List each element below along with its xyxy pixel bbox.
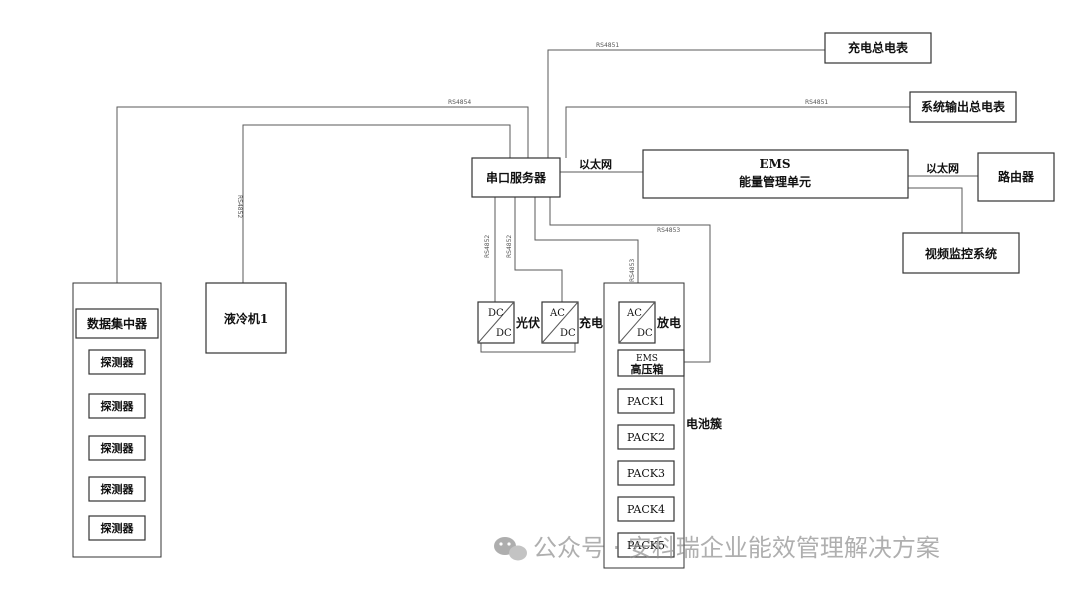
pack-box [617,532,675,558]
acdc-charge-bottom: DC [560,328,576,339]
ems-hv-line1: EMS [636,354,658,364]
link-label-rs4851: RS4851 [596,42,619,49]
liquid-cooler-box [205,282,287,354]
video-system-box [902,232,1020,274]
detector-label: 探测器 [101,355,135,369]
link-label-rs4854: RS4854 [448,99,471,106]
acdc-discharge-top: AC [626,308,642,319]
detector-box [88,435,146,461]
detector-label: 探测器 [101,482,135,496]
video-system-label: 视频监控系统 [925,246,997,261]
battery-cluster-label: 电池簇 [686,416,723,431]
link-label-rs4851b: RS4851 [805,99,828,106]
pack-label: PACK3 [627,467,665,480]
system-output-meter-box [909,91,1017,123]
ems-hv-box [617,349,685,377]
ems-title: EMS [759,157,790,171]
router-label: 路由器 [998,169,1035,184]
ems-subtitle: 能量管理单元 [739,174,811,189]
system-output-meter-label: 系统输出总电表 [921,99,1006,114]
ethernet-label-1: 以太网 [579,157,612,171]
detector-box [88,476,146,502]
pack-box [617,424,675,450]
ems-hv-line2: 高压箱 [631,362,664,376]
charging-meter-label: 充电总电表 [848,40,909,55]
pack-box [617,496,675,522]
link-label-rs4852-left: RS4852 [236,195,243,218]
detector-box [88,349,146,375]
watermark: 公众号 · 安科瑞企业能效管理解决方案 [494,534,940,562]
pack-label: PACK1 [627,395,665,408]
serial-server-box [471,157,561,198]
pv-label: 光伏 [515,315,540,330]
pack-label: PACK4 [627,503,665,516]
link-label-rs4853: RS4853 [657,227,680,234]
data-concentrator-label: 数据集中器 [87,316,148,331]
pack-box [617,388,675,414]
charge-label: 充电 [579,315,603,330]
detector-label: 探测器 [101,441,135,455]
watermark-text: 公众号 · 安科瑞企业能效管理解决方案 [533,534,940,562]
discharge-label: 放电 [656,315,681,330]
serial-server-label: 串口服务器 [486,170,547,185]
ethernet-label-2: 以太网 [926,161,959,175]
ems-box [642,149,909,199]
wechat-icon [494,537,527,561]
link-label-rs4852-a: RS4852 [484,235,491,258]
link-label-rs4852-b: RS4852 [506,235,513,258]
charging-meter-box [824,32,932,64]
dcdc-bottom-label: DC [496,328,512,339]
detector-label: 探测器 [101,399,135,413]
link-label-rs4853-pcs: RS4853 [629,259,636,282]
detector-box [88,515,146,541]
connector-marks [115,341,650,530]
liquid-cooler-label: 液冷机1 [224,311,268,326]
pack-label: PACK2 [627,431,665,444]
pack-label: PACK5 [627,539,665,552]
acdc-discharge-bottom: DC [637,328,653,339]
pack-box [617,460,675,486]
detector-box [88,393,146,419]
router-box [977,152,1055,202]
acdc-charge-top: AC [549,308,565,319]
detector-label: 探测器 [101,521,135,535]
dcdc-top-label: DC [488,308,504,319]
data-concentrator-box [75,308,159,339]
